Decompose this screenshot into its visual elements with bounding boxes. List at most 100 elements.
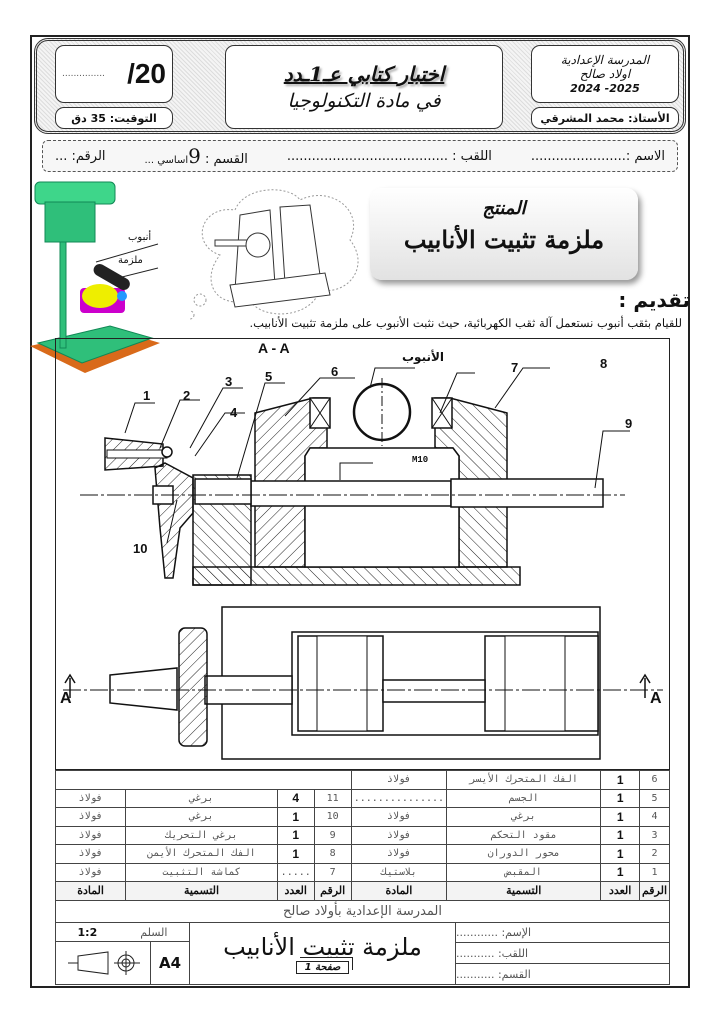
table-cell: مقود التحكم [446, 825, 602, 845]
part-number-2: 2 [183, 388, 191, 403]
table-cell: 3 [638, 825, 671, 845]
table-cell: برغي [125, 807, 278, 827]
table-cell: 1 [600, 862, 640, 882]
school-box: المدرسة الإعدادية اولاد صالح 2025- 2024 [531, 45, 679, 103]
part-number-3: 3 [225, 374, 233, 389]
drawing-frame [55, 338, 670, 770]
table-cell: 9 [313, 825, 352, 845]
class-value: 9 [188, 144, 201, 168]
exam-title-line1: اختبار كتابي عـ1ـدد [283, 62, 445, 86]
part-number-1: 1 [143, 388, 151, 403]
drill-press-illustration [30, 181, 160, 373]
table-cell: 1 [600, 844, 640, 864]
product-label: المنتج [482, 198, 526, 219]
student-info-row: الاسم :....................... اللقب : .… [42, 140, 678, 172]
table-cell: 7 [313, 862, 352, 882]
part-number-5: 5 [265, 369, 273, 384]
table-cell [55, 770, 352, 790]
table-cell: فولاذ [350, 807, 448, 827]
table-cell: ..... [276, 862, 315, 882]
table-cell: الجسم [446, 788, 602, 808]
part-number-10: 10 [133, 541, 148, 556]
drawing-title-cell: ملزمة تثبيت الأنابيب صفحة 1 [189, 922, 456, 985]
number-field[interactable]: الرقم: ... [55, 148, 106, 164]
table-cell: برغي [446, 807, 602, 827]
school-town: اولاد صالح [579, 67, 631, 82]
table-cell: 10 [313, 807, 352, 827]
school-name: المدرسة الإعدادية [560, 53, 650, 68]
tb-class-field[interactable]: القسم: ........... [455, 963, 670, 985]
projection-symbol [55, 941, 151, 985]
table-cell: 1 [276, 844, 315, 864]
table-cell: كماشة التثبيت [125, 862, 278, 882]
class-label: القسم : [205, 152, 248, 167]
surname-field[interactable]: اللقب : ................................… [286, 148, 492, 164]
table-cell: المادة [54, 881, 127, 901]
section-arrow-left: A [60, 690, 72, 707]
table-cell: 4 [638, 807, 671, 827]
table-cell: فولاذ [350, 844, 448, 864]
exam-header: ............... /20 التوقيت: 35 دق اختبا… [34, 38, 686, 134]
part-number-7: 7 [511, 360, 519, 375]
name-field[interactable]: الاسم :....................... [530, 148, 665, 164]
tb-surname-field[interactable]: اللقب: ........... [455, 942, 670, 964]
table-cell: فولاذ [54, 825, 127, 845]
table-cell: الفك المتحرك الأيسر [446, 770, 602, 790]
class-field[interactable]: القسم : 9اساسي ... [144, 144, 247, 168]
page-number: صفحة 1 [295, 961, 350, 974]
vise-thought-bubble [190, 189, 359, 320]
table-cell: 1 [638, 862, 671, 882]
table-cell: الرقم [313, 881, 352, 901]
table-cell: محور الدوران [446, 844, 602, 864]
section-label: A - A [258, 340, 290, 356]
score-total: /20 [127, 58, 166, 89]
table-cell: الرقم [638, 881, 671, 901]
first-angle-projection-icon [68, 951, 140, 975]
table-cell: العدد [600, 881, 640, 901]
knurled-wheel [178, 627, 208, 747]
table-cell: 4 [276, 788, 315, 808]
part-number-8: 8 [600, 356, 608, 371]
table-cell: فولاذ [350, 825, 448, 845]
part-number-9: 9 [625, 416, 633, 431]
table-cell: 2 [638, 844, 671, 864]
table-cell: المقبض [446, 862, 602, 882]
pipe-label: الأنبوب [402, 350, 445, 364]
table-cell: 6 [638, 770, 671, 790]
product-banner: المنتج ملزمة تثبيت الأنابيب [370, 188, 638, 280]
scale-label: السلم [140, 925, 168, 939]
scale-cell: 1:2 السلم [55, 922, 190, 942]
part-3-handwheel [154, 462, 194, 579]
table-cell: برغي [125, 788, 278, 808]
score-box: ............... /20 [55, 45, 173, 103]
table-cell: 1 [600, 807, 640, 827]
table-cell: برغي التحريك [125, 825, 278, 845]
scale-value: 1:2 [77, 925, 98, 939]
teacher-name: الأستاذ: محمد المشرقي [531, 107, 679, 129]
table-cell: ............... [350, 788, 448, 808]
score-blank: ............... [62, 69, 105, 79]
school-year: 2025- 2024 [570, 81, 640, 95]
table-cell: التسمية [125, 881, 278, 901]
section-arrow-right: A [650, 690, 662, 707]
part-number-6: 6 [331, 364, 339, 379]
table-cell: 1 [600, 770, 640, 790]
intro-text: للقيام بثقب أنبوب نستعمل آلة ثقب الكهربا… [249, 316, 683, 330]
title-block-school: المدرسة الإعدادية بأولاد صالح [55, 900, 670, 923]
part-9-lead-screw [250, 480, 452, 507]
thread-label: M10 [412, 455, 429, 465]
product-name: ملزمة تثبيت الأنابيب [403, 225, 605, 254]
table-cell: 1 [276, 825, 315, 845]
page-border [30, 35, 690, 988]
pipe-callout: أنبوب [128, 232, 152, 243]
tb-name-field[interactable]: الإسم: ............ [455, 922, 670, 943]
vise-callout: ملزمة [118, 255, 143, 266]
